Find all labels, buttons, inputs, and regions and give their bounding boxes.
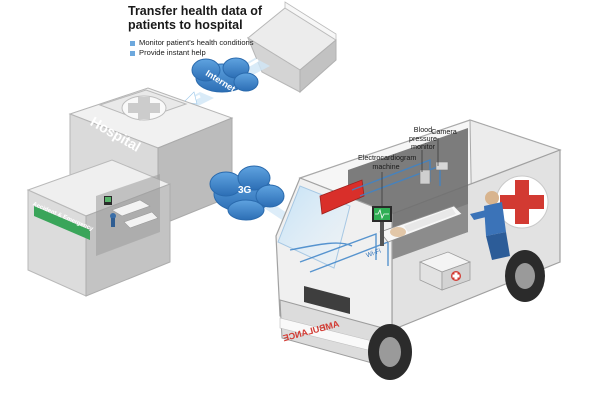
bullet-text: Provide instant help bbox=[139, 48, 206, 57]
ecg-monitor bbox=[372, 206, 392, 246]
hospital-building bbox=[26, 87, 234, 297]
ambulance bbox=[275, 119, 562, 380]
cellular-cloud bbox=[209, 165, 285, 221]
first-aid-box bbox=[418, 251, 472, 291]
patient-stretcher bbox=[379, 205, 463, 243]
bullet-item: Provide instant help bbox=[130, 48, 206, 58]
hospital-beds bbox=[104, 196, 159, 229]
bullet-square bbox=[130, 40, 135, 46]
3g-cloud-label: 3G bbox=[238, 185, 252, 196]
medic bbox=[470, 191, 510, 260]
bullet-text: Monitor patient's health conditions bbox=[139, 38, 254, 47]
label-leaders bbox=[381, 138, 439, 206]
wheels bbox=[368, 250, 545, 380]
hospital-roof-cross bbox=[128, 97, 160, 119]
bp-monitor-label: Blood pressure monitor bbox=[409, 125, 437, 151]
camera-label: Camera bbox=[431, 127, 457, 136]
side-cross bbox=[495, 175, 549, 229]
bullet-item: Monitor patient's health conditions bbox=[130, 38, 254, 48]
blood-pressure-monitor bbox=[419, 169, 431, 185]
camera-device bbox=[435, 161, 449, 171]
ecg-label: Electrocardiogram machine bbox=[358, 153, 417, 171]
bullet-square bbox=[130, 50, 135, 56]
house bbox=[246, 1, 337, 94]
diagram-title: Transfer health data of patients to hosp… bbox=[128, 4, 263, 32]
internet-cloud bbox=[191, 57, 259, 93]
